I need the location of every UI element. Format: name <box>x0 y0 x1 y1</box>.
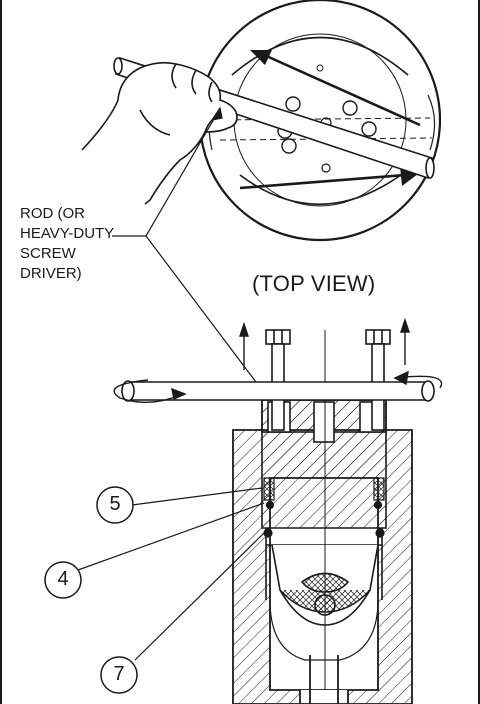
up-arrows <box>239 317 410 370</box>
callout-5-circle <box>96 486 134 524</box>
rod-label-line-1: ROD (OR <box>20 205 85 222</box>
rotation-ellipses <box>113 370 443 403</box>
rotation-arrow <box>239 173 406 190</box>
o-ring-4 <box>265 500 275 510</box>
seal-5 <box>263 477 275 501</box>
rod-label-line-3: SCREW <box>20 245 76 262</box>
lifting-bolts <box>265 329 391 690</box>
rod-label-line-4: DRIVER) <box>20 265 82 282</box>
callouts <box>44 486 265 694</box>
o-ring-7 <box>263 528 273 538</box>
callout-7: 7 <box>113 663 125 685</box>
bolt-hole <box>281 138 297 154</box>
callout-4: 4 <box>57 568 69 590</box>
rod-label-line-2: HEAVY-DUTY <box>20 225 115 242</box>
rod-label: ROD (OR HEAVY-DUTY SCREW DRIVER) <box>20 204 140 284</box>
bolt-hole <box>342 100 358 116</box>
rotation-arrow <box>261 52 421 127</box>
callout-5: 5 <box>109 493 121 515</box>
top-view-title: (TOP VIEW) <box>252 271 376 296</box>
seal-rings <box>263 477 385 538</box>
rod-section <box>121 380 435 402</box>
bolt-hole <box>361 121 377 137</box>
callout-7-circle <box>100 656 138 694</box>
hand <box>81 61 238 205</box>
flange-inner-rim <box>231 36 409 76</box>
bolt-hole <box>285 96 301 112</box>
callout-4-circle <box>44 561 82 599</box>
